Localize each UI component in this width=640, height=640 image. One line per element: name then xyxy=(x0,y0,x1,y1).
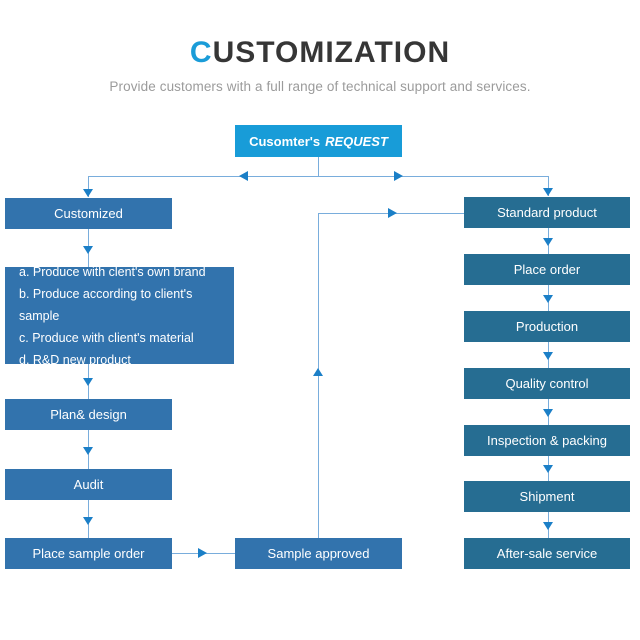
arrow-down-icon xyxy=(83,189,93,197)
custom-option-a: a. Produce with clent's own brand xyxy=(19,264,206,279)
node-sample-approved: Sample approved xyxy=(235,538,402,569)
title-accent-letter: C xyxy=(189,36,213,69)
arrow-down-icon xyxy=(543,465,553,473)
node-plan-design: Plan& design xyxy=(5,399,172,430)
arrow-left-icon xyxy=(239,171,248,181)
arrow-right-icon xyxy=(198,548,207,558)
page-title: CUSTOMIZATION xyxy=(0,0,640,70)
arrow-down-icon xyxy=(83,378,93,386)
node-custom-options: a. Produce with clent's own brand b. Pro… xyxy=(5,265,234,367)
arrow-down-icon xyxy=(543,409,553,417)
connector-split-to-customized xyxy=(88,176,89,197)
node-customer-request: Cusomter's REQUEST xyxy=(235,125,402,157)
page-subtitle: Provide customers with a full range of t… xyxy=(109,79,531,94)
connector-request-stem xyxy=(318,157,319,176)
arrow-down-icon xyxy=(83,447,93,455)
arrow-down-icon xyxy=(83,246,93,254)
arrow-down-icon xyxy=(543,295,553,303)
custom-option-d: d. R&D new product xyxy=(19,352,131,367)
arrow-right-icon xyxy=(394,171,403,181)
title-rest: USTOMIZATION xyxy=(212,36,451,69)
arrow-down-icon xyxy=(83,517,93,525)
node-quality-control: Quality control xyxy=(464,368,630,399)
node-inspection-packing: Inspection & packing xyxy=(464,425,630,456)
customer-request-label-emphasis: REQUEST xyxy=(325,133,388,149)
customer-request-label: Cusomter's xyxy=(249,133,321,149)
arrow-right-icon xyxy=(388,208,397,218)
node-after-sale-service: After-sale service xyxy=(464,538,630,569)
arrow-down-icon xyxy=(543,188,553,196)
arrow-down-icon xyxy=(543,238,553,246)
node-place-order: Place order xyxy=(464,254,630,285)
connector-split-bar xyxy=(88,176,548,177)
custom-option-c: c. Produce with client's material xyxy=(19,330,194,345)
node-shipment: Shipment xyxy=(464,481,630,512)
node-standard-product: Standard product xyxy=(464,197,630,228)
arrow-down-icon xyxy=(543,352,553,360)
node-place-sample-order: Place sample order xyxy=(5,538,172,569)
node-audit: Audit xyxy=(5,469,172,500)
connector-split-to-standard xyxy=(548,176,549,196)
custom-option-b: b. Produce according to client's sample xyxy=(19,286,193,323)
node-customized: Customized xyxy=(5,198,172,229)
arrow-up-icon xyxy=(313,368,323,376)
arrow-down-icon xyxy=(543,522,553,530)
node-production: Production xyxy=(464,311,630,342)
